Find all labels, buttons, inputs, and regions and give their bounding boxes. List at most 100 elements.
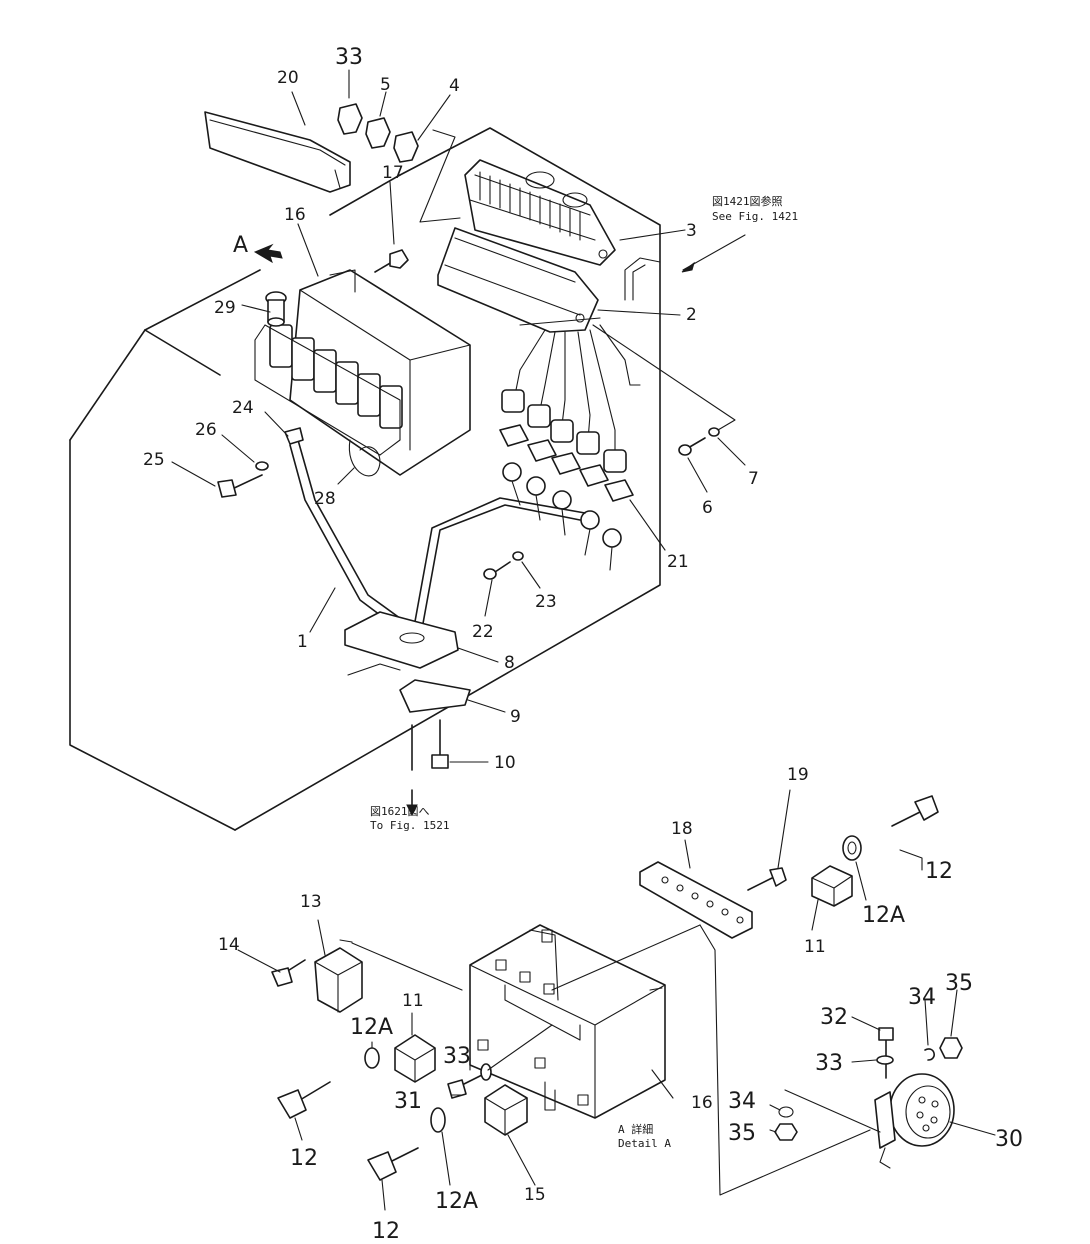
note-see-fig-jp: 図1421図参照 xyxy=(712,194,783,208)
nut-part-35-top xyxy=(939,1037,963,1059)
callout-23: 23 xyxy=(535,592,557,612)
bolt-part-12-top xyxy=(891,795,939,827)
clips-33-5-4 xyxy=(337,103,419,163)
relay-part-11-right xyxy=(811,865,853,907)
bolt-part-10 xyxy=(406,719,449,817)
callout-19: 19 xyxy=(787,765,809,785)
callout-4: 4 xyxy=(449,76,460,96)
terminal-bar-part-18 xyxy=(639,861,753,939)
callout-33-lower: 33 xyxy=(815,1051,843,1076)
leader-lines-lower xyxy=(237,789,996,1211)
lockwasher-part-34-bottom xyxy=(778,1106,794,1118)
washer-part-7 xyxy=(708,427,720,437)
washer-part-12A-bottom xyxy=(430,1107,446,1133)
callout-22: 22 xyxy=(472,622,494,642)
callout-5: 5 xyxy=(380,75,391,95)
screw-part-22 xyxy=(483,561,511,580)
callout-21: 21 xyxy=(667,552,689,572)
callout-35-top: 35 xyxy=(945,971,973,996)
callout-28: 28 xyxy=(314,489,336,509)
knob-part-29 xyxy=(265,291,287,327)
callout-35-bottom: 35 xyxy=(728,1121,756,1146)
callout-26: 26 xyxy=(195,420,217,440)
cover-part-20 xyxy=(204,111,351,193)
callout-25: 25 xyxy=(143,450,165,470)
view-marker-A: A xyxy=(233,233,248,258)
callout-12A-top: 12A xyxy=(862,903,905,928)
wire-part-28 xyxy=(348,439,381,477)
bracket-part-9 xyxy=(347,663,471,713)
bolt-part-12-bottom xyxy=(367,1147,419,1181)
washer-part-26 xyxy=(255,461,269,471)
bolt-part-25 xyxy=(217,474,263,498)
relay-part-11-mid xyxy=(394,1034,436,1083)
callout-34-top: 34 xyxy=(908,985,936,1010)
callout-7: 7 xyxy=(748,469,759,489)
callout-2: 2 xyxy=(686,305,697,325)
callout-33-mid: 33 xyxy=(443,1044,471,1069)
washer-part-12A-top xyxy=(842,835,862,861)
meter-panel-part-2 xyxy=(437,227,601,333)
bolt-part-31 xyxy=(447,1063,492,1099)
bolt-part-32 xyxy=(878,1027,894,1079)
relay-row xyxy=(254,324,403,456)
lockwasher-part-34-top xyxy=(924,1048,935,1061)
meter-cover-part-3 xyxy=(464,159,616,266)
callout-3: 3 xyxy=(686,221,697,241)
relay-part-15 xyxy=(484,1084,528,1136)
note-see-fig-en: See Fig. 1421 xyxy=(712,210,798,223)
horn-part-30 xyxy=(874,1073,955,1169)
view-arrow-A xyxy=(253,243,283,264)
callout-9: 9 xyxy=(510,707,521,727)
callout-16-upper: 16 xyxy=(284,205,306,225)
callout-18: 18 xyxy=(671,819,693,839)
callout-12A-bottom: 12A xyxy=(435,1189,478,1214)
panel-outline xyxy=(69,127,661,831)
relay-part-13 xyxy=(314,939,363,1013)
callout-11-mid: 11 xyxy=(402,991,424,1011)
washer-part-12A-mid xyxy=(364,1047,380,1069)
bolt-part-19 xyxy=(747,867,787,891)
callout-12A-mid: 12A xyxy=(350,1015,393,1040)
clamps-part-21 xyxy=(499,424,634,571)
note-detail-en: Detail A xyxy=(618,1137,671,1150)
screw-part-14 xyxy=(271,959,306,987)
callout-6: 6 xyxy=(702,498,713,518)
callout-15: 15 xyxy=(524,1185,546,1205)
bolt-part-17 xyxy=(374,249,409,273)
callout-12-top: 12 xyxy=(925,859,953,884)
callout-24: 24 xyxy=(232,398,254,418)
plate-part-8 xyxy=(344,611,459,669)
leader-lines-upper xyxy=(171,69,746,763)
relay-box-part-16 xyxy=(289,269,471,476)
callout-34-bottom: 34 xyxy=(728,1089,756,1114)
callout-12-left: 12 xyxy=(290,1146,318,1171)
washer-part-33-lower xyxy=(876,1055,894,1065)
wire-harness xyxy=(501,257,661,473)
callout-12-bottom: 12 xyxy=(372,1219,400,1244)
note-to-fig-jp: 図1621図へ xyxy=(370,805,430,818)
washer-part-23 xyxy=(512,551,524,561)
callout-8: 8 xyxy=(504,653,515,673)
callout-29: 29 xyxy=(214,298,236,318)
bolt-part-12-left xyxy=(277,1081,331,1119)
callout-16-lower: 16 xyxy=(691,1093,713,1113)
callout-20: 20 xyxy=(277,68,299,88)
callout-11-right: 11 xyxy=(804,937,826,957)
nut-part-35-bottom xyxy=(774,1123,798,1141)
callout-30: 30 xyxy=(995,1127,1023,1152)
note-detail-jp: A 詳細 xyxy=(618,1122,653,1136)
screw-part-6 xyxy=(678,437,706,456)
clip-part-24 xyxy=(284,427,304,445)
callout-32: 32 xyxy=(820,1005,848,1030)
callout-17: 17 xyxy=(382,163,404,183)
callout-13: 13 xyxy=(300,892,322,912)
callout-1: 1 xyxy=(297,632,308,652)
callout-31: 31 xyxy=(394,1089,422,1114)
note-to-fig-en: To Fig. 1521 xyxy=(370,819,449,832)
callout-10: 10 xyxy=(494,753,516,773)
callout-14: 14 xyxy=(218,935,240,955)
callout-33-top: 33 xyxy=(335,45,363,70)
